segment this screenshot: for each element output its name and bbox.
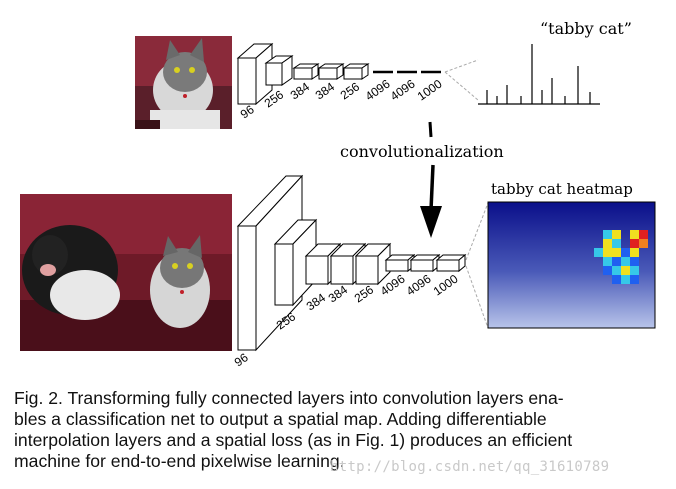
heatmap-cell [621,248,630,257]
top-label-384a: 384 [288,79,313,102]
heatmap-cell [612,239,621,248]
bottom-label-384b: 384 [326,282,351,305]
heatmap-cell [603,266,612,275]
top-label-384b: 384 [313,79,338,102]
top-layer-block [237,57,257,105]
heatmap-cell [630,257,639,266]
bottom-label-1000: 1000 [431,271,461,298]
heatmap-cell [630,266,639,275]
heatmap-title: tabby cat heatmap [491,180,633,198]
heatmap-cell [630,275,639,284]
heatmap-cell [630,239,639,248]
top-label-96: 96 [238,102,257,121]
top-label-4096a: 4096 [363,76,393,103]
bottom-label-4096b: 4096 [404,271,434,298]
heatmap-cell [603,248,612,257]
convolutionalization-arrow [420,121,442,238]
heatmap-cell [603,239,612,248]
figure-caption: Fig. 2. Transforming fully connected lay… [14,388,664,472]
bottom-label-96: 96 [232,350,251,369]
watermark-text: http://blog.csdn.net/qq_31610789 [330,459,610,475]
top-output-histogram [478,44,600,105]
top-label-256b: 256 [338,79,363,102]
heatmap-cell [612,230,621,239]
heatmap-cell [621,257,630,266]
caption-line: interpolation layers and a spatial loss … [14,430,573,450]
bottom-dog-cat-image [20,194,232,351]
heatmap [487,201,656,329]
heatmap-cell [630,230,639,239]
top-label-4096b: 4096 [388,76,418,103]
heatmap-cell [594,248,603,257]
heatmap-cell [603,257,612,266]
caption-line: Fig. 2. Transforming fully connected lay… [14,388,564,408]
bottom-network [236,174,467,352]
heatmap-cell [621,266,630,275]
top-connector-lines [444,59,479,101]
top-output-label: “tabby cat” [540,19,632,38]
caption-line: machine for end-to-end pixelwise learnin… [14,451,345,471]
top-network [236,42,370,106]
heatmap-cell [639,230,648,239]
bottom-label-256b: 256 [352,282,377,305]
caption-line: bles a classification net to output a sp… [14,409,547,429]
heatmap-cell [612,275,621,284]
arrow-label: convolutionalization [340,142,504,161]
heatmap-cell [630,248,639,257]
top-cat-image [135,36,232,129]
bottom-connector-lines [465,202,489,329]
fcn-diagram: 96 256 384 384 256 4096 4096 1000 “tabby… [20,19,656,369]
heatmap-cell [612,248,621,257]
heatmap-cell [603,230,612,239]
heatmap-cell [612,257,621,266]
top-label-1000: 1000 [415,76,445,103]
heatmap-cell [612,266,621,275]
heatmap-cell [621,275,630,284]
heatmap-cell [639,239,648,248]
